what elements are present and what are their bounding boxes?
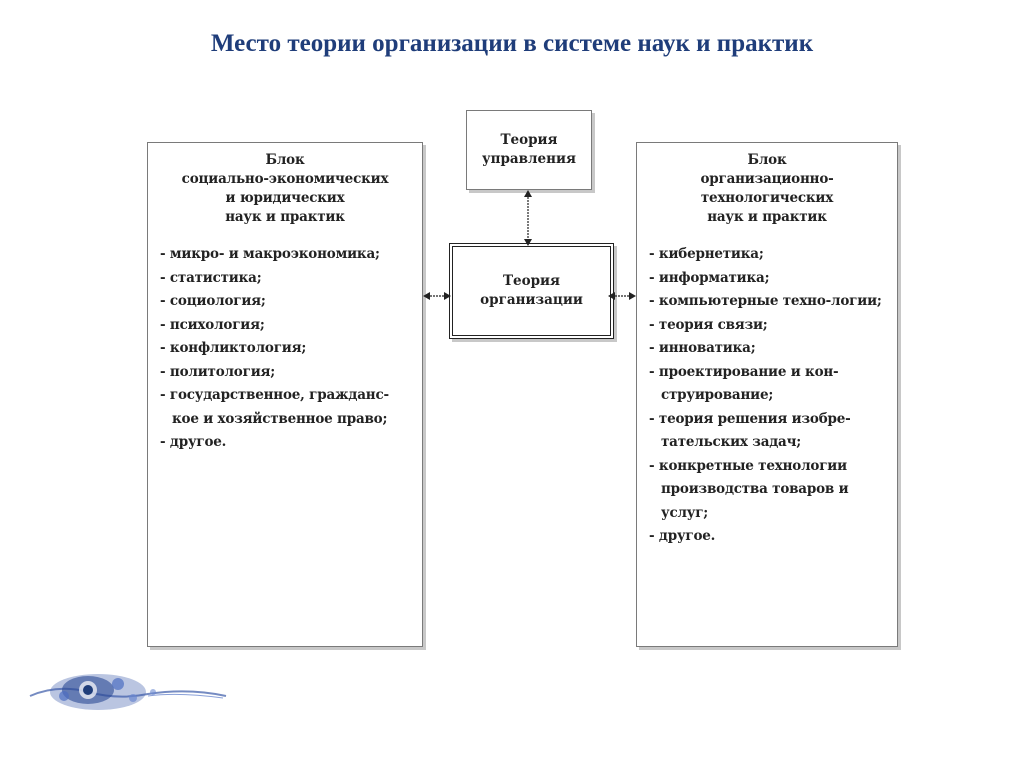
list-item: конкретные технологии производства товар…	[647, 455, 887, 526]
list-item: государственное, гражданс-кое и хозяйств…	[158, 384, 412, 431]
list-item: микро- и макроэкономика;	[158, 243, 412, 267]
ornament-decoration	[28, 662, 228, 722]
slide-title: Место теории организации в системе наук …	[0, 30, 1024, 58]
list-item: теория решения изобре-тательских задач;	[647, 408, 887, 455]
heading-line: Блок	[647, 151, 887, 170]
list-item: статистика;	[158, 267, 412, 291]
list-item: информатика;	[647, 267, 887, 291]
heading-line: технологических	[647, 189, 887, 208]
heading-line: наук и практик	[158, 208, 412, 227]
heading-line: организационно-	[647, 170, 887, 189]
list-item: другое.	[647, 525, 887, 549]
vertical-connector-arrow	[520, 190, 536, 246]
organization-box-line: организации	[480, 291, 583, 310]
list-item: социология;	[158, 290, 412, 314]
right-connector-arrow	[608, 289, 636, 303]
socio-economic-list: микро- и макроэкономика; статистика; соц…	[158, 243, 412, 455]
list-item: инноватика;	[647, 337, 887, 361]
left-connector-arrow	[423, 289, 451, 303]
list-item: политология;	[158, 361, 412, 385]
management-box-line: управления	[482, 150, 576, 169]
list-item: кибернетика;	[647, 243, 887, 267]
socio-economic-block: Блок социально-экономических и юридическ…	[147, 142, 423, 647]
list-item: проектирование и кон-струирование;	[647, 361, 887, 408]
heading-line: Блок	[158, 151, 412, 170]
management-theory-box: Теория управления	[466, 110, 592, 190]
organization-theory-box: Теория организации	[449, 243, 614, 339]
org-tech-list: кибернетика; информатика; компьютерные т…	[647, 243, 887, 549]
org-tech-block: Блок организационно- технологических нау…	[636, 142, 898, 647]
heading-line: социально-экономических	[158, 170, 412, 189]
list-item: другое.	[158, 431, 412, 455]
list-item: психология;	[158, 314, 412, 338]
list-item: конфликтология;	[158, 337, 412, 361]
list-item: теория связи;	[647, 314, 887, 338]
heading-line: и юридических	[158, 189, 412, 208]
list-item: компьютерные техно-логии;	[647, 290, 887, 314]
socio-economic-block-heading: Блок социально-экономических и юридическ…	[158, 151, 412, 227]
organization-box-line: Теория	[480, 272, 583, 291]
org-tech-block-heading: Блок организационно- технологических нау…	[647, 151, 887, 227]
heading-line: наук и практик	[647, 208, 887, 227]
management-box-line: Теория	[482, 131, 576, 150]
